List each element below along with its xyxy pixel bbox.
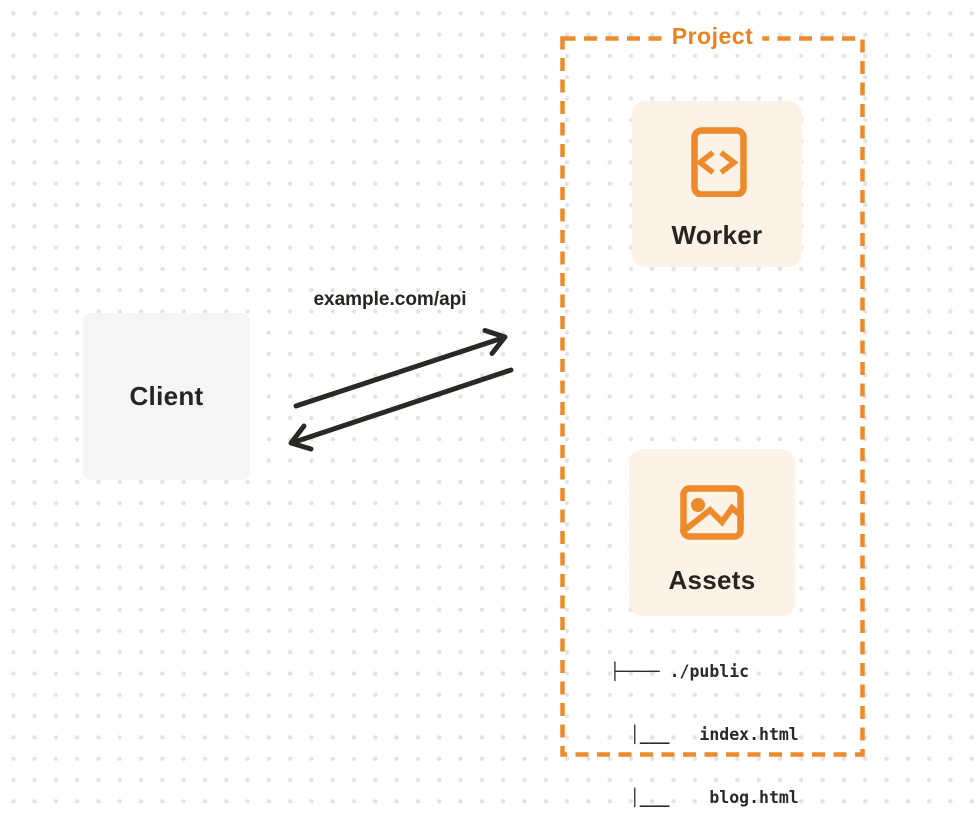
project-dashed-border xyxy=(560,36,865,757)
project-label: Project xyxy=(662,20,763,52)
worker-node: Worker xyxy=(632,101,802,267)
project-boundary: Project Worker xyxy=(560,20,865,807)
request-url-label: example.com/api xyxy=(313,289,467,310)
file-tree-item-index: │___ index.html xyxy=(610,725,799,744)
worker-label: Worker xyxy=(671,220,763,250)
assets-label: Assets xyxy=(668,565,756,595)
assets-node: Assets xyxy=(629,449,795,616)
code-file-icon xyxy=(632,127,802,202)
client-node: Client xyxy=(83,313,250,480)
image-icon xyxy=(629,485,795,545)
file-tree-root: ├──── ./public xyxy=(610,662,750,681)
response-arrow xyxy=(288,367,514,452)
request-arrow xyxy=(293,328,508,409)
file-tree: ├──── ./public │___ index.html │___ blog… xyxy=(610,619,799,818)
file-tree-item-blog: │___ blog.html xyxy=(610,788,799,807)
client-label: Client xyxy=(129,381,204,411)
